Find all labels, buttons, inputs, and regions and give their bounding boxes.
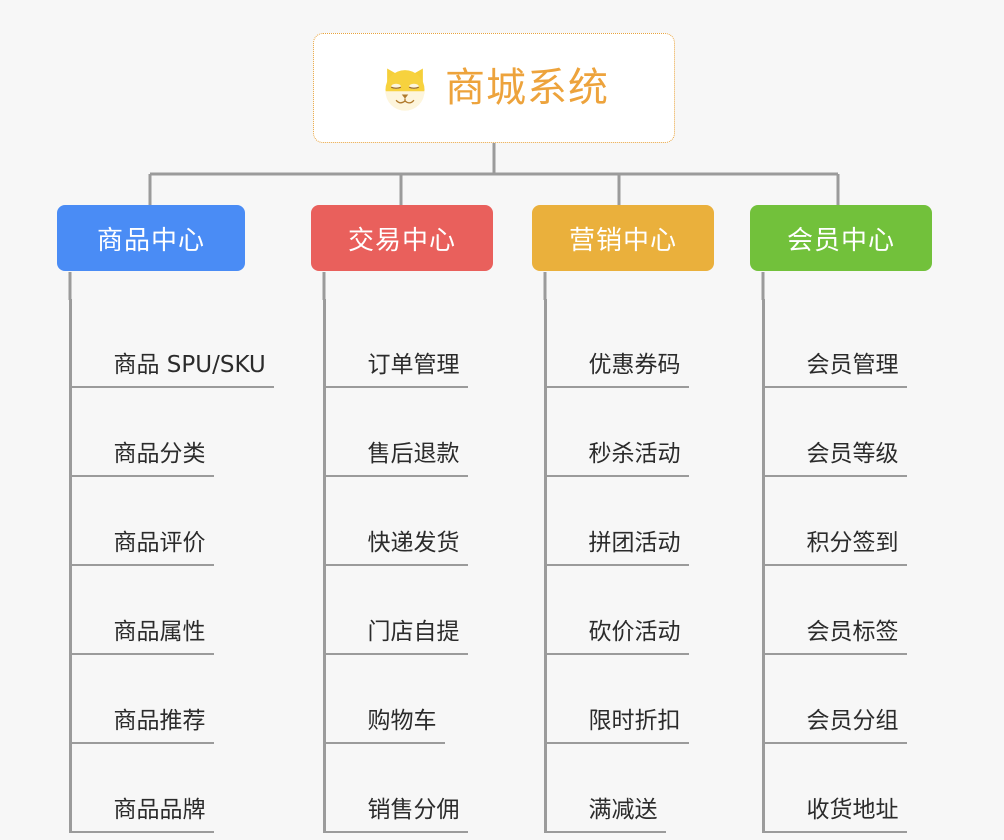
list-item[interactable]: 会员标签 [764,566,933,655]
list-item[interactable]: 积分签到 [764,477,933,566]
list-item[interactable]: 收货地址 [764,744,933,833]
leaf-label: 销售分佣 [325,799,468,833]
list-item[interactable]: 砍价活动 [546,566,715,655]
list-item[interactable]: 会员等级 [764,388,933,477]
list-item[interactable]: 会员分组 [764,655,933,744]
leaf-label: 满减送 [546,799,666,833]
column-member-center: 会员中心 会员管理 会员等级 积分签到 会员标签 会员分组 收货地址 [750,205,932,833]
leaf-label: 门店自提 [325,621,468,655]
leaf-label: 秒杀活动 [546,443,689,477]
leaf-label: 售后退款 [325,443,468,477]
list-item[interactable]: 满减送 [546,744,715,833]
list-item[interactable]: 商品 SPU/SKU [71,299,274,388]
leaf-label: 商品评价 [71,532,214,566]
leaf-label: 优惠券码 [546,354,689,388]
leaf-label: 会员管理 [764,354,907,388]
list-item[interactable]: 优惠券码 [546,299,715,388]
column-marketing-center: 营销中心 优惠券码 秒杀活动 拼团活动 砍价活动 限时折扣 满减送 [532,205,714,833]
leaf-label: 商品 SPU/SKU [71,354,274,388]
list-item[interactable]: 秒杀活动 [546,388,715,477]
list-item[interactable]: 商品分类 [71,388,246,477]
list-item[interactable]: 门店自提 [325,566,494,655]
leaf-label: 拼团活动 [546,532,689,566]
category-header-product-center[interactable]: 商品中心 [57,205,245,271]
leaf-label: 砍价活动 [546,621,689,655]
column-trade-center: 交易中心 订单管理 售后退款 快递发货 门店自提 购物车 销售分佣 [311,205,493,833]
leaf-list-marketing-center: 优惠券码 秒杀活动 拼团活动 砍价活动 限时折扣 满减送 [543,299,715,833]
root-node[interactable]: 商城系统 [313,33,675,143]
leaf-label: 积分签到 [764,532,907,566]
leaf-label: 限时折扣 [546,710,689,744]
leaf-label: 会员分组 [764,710,907,744]
list-item[interactable]: 商品评价 [71,477,246,566]
list-item[interactable]: 会员管理 [764,299,933,388]
leaf-label: 快递发货 [325,532,468,566]
leaf-label: 商品属性 [71,621,214,655]
list-item[interactable]: 售后退款 [325,388,494,477]
list-item[interactable]: 商品推荐 [71,655,246,744]
list-item[interactable]: 购物车 [325,655,494,744]
leaf-list-product-center: 商品 SPU/SKU 商品分类 商品评价 商品属性 商品推荐 商品品牌 [68,299,274,833]
list-item[interactable]: 销售分佣 [325,744,494,833]
list-item[interactable]: 限时折扣 [546,655,715,744]
leaf-label: 收货地址 [764,799,907,833]
list-item[interactable]: 快递发货 [325,477,494,566]
leaf-label: 商品分类 [71,443,214,477]
list-item[interactable]: 商品品牌 [71,744,246,833]
leaf-list-member-center: 会员管理 会员等级 积分签到 会员标签 会员分组 收货地址 [761,299,933,833]
category-header-trade-center[interactable]: 交易中心 [311,205,493,271]
shiba-dog-face-icon [385,68,425,111]
leaf-list-trade-center: 订单管理 售后退款 快递发货 门店自提 购物车 销售分佣 [322,299,494,833]
list-item[interactable]: 拼团活动 [546,477,715,566]
list-item[interactable]: 商品属性 [71,566,246,655]
category-header-marketing-center[interactable]: 营销中心 [532,205,714,271]
column-product-center: 商品中心 商品 SPU/SKU 商品分类 商品评价 商品属性 商品推荐 商品品牌 [57,205,274,833]
leaf-label: 商品推荐 [71,710,214,744]
leaf-label: 会员等级 [764,443,907,477]
category-header-member-center[interactable]: 会员中心 [750,205,932,271]
root-title: 商城系统 [445,65,609,111]
leaf-label: 会员标签 [764,621,907,655]
list-item[interactable]: 订单管理 [325,299,494,388]
leaf-label: 商品品牌 [71,799,214,833]
leaf-label: 订单管理 [325,354,468,388]
leaf-label: 购物车 [325,710,445,744]
